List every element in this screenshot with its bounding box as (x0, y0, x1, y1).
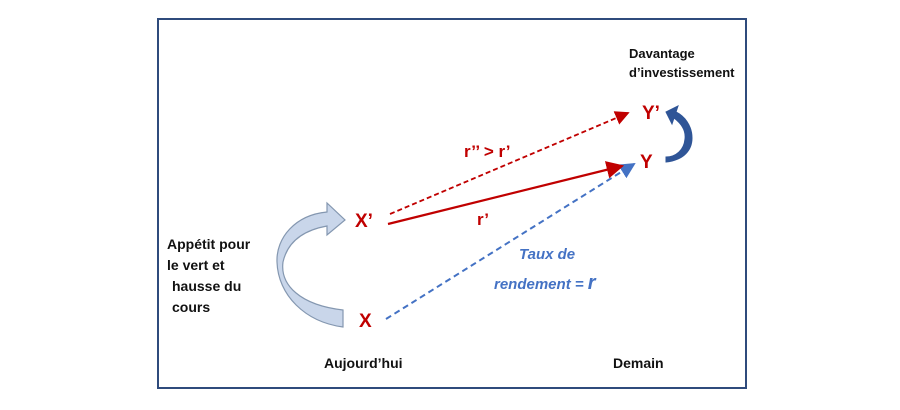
label-x: X (359, 311, 372, 332)
label-y: Y (640, 152, 653, 173)
left-note-line1: Appétit pour (167, 236, 251, 252)
left-note-line3: hausse du (172, 278, 242, 294)
left-note-line4: cours (172, 299, 211, 315)
arrow-xprime-to-y (387, 161, 625, 226)
label-taux-r: r (587, 272, 596, 294)
label-tomorrow: Demain (613, 355, 664, 371)
label-r-prime: r’ (477, 210, 489, 229)
label-y-prime: Y’ (642, 103, 660, 124)
top-note-line1: Davantage (629, 46, 695, 61)
diagram-frame (157, 18, 747, 389)
label-taux-line2: rendement = r (494, 272, 596, 295)
arrow-xprime-to-yprime (389, 111, 630, 215)
top-note-line2: d’investissement (629, 65, 735, 80)
label-today: Aujourd’hui (324, 355, 403, 371)
label-taux-line1: Taux de (519, 246, 576, 263)
label-taux-text: rendement = (494, 276, 588, 293)
label-x-prime: X’ (355, 211, 373, 232)
arrow-x-to-y (385, 162, 636, 320)
curved-arrow-x-to-xprime-icon (276, 201, 346, 328)
label-r-double-prime: r’’ > r’ (464, 142, 511, 161)
left-note-line2: le vert et (167, 257, 225, 273)
curved-arrow-y-to-yprime-icon (665, 105, 693, 163)
